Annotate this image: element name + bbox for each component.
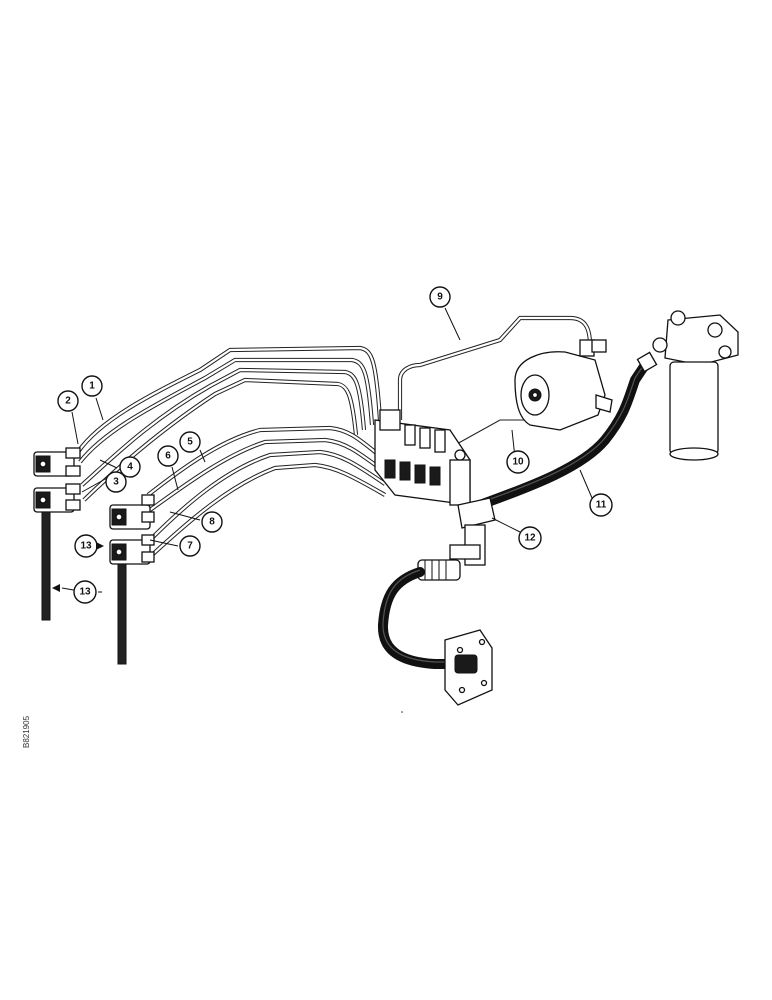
svg-text:3: 3 [113,477,119,488]
svg-text:12: 12 [524,533,536,544]
hose-11 [475,351,658,510]
coupler-block-right [109,494,155,665]
svg-text:6: 6 [165,451,171,462]
stray-dot [401,711,403,713]
svg-text:2: 2 [65,396,71,407]
tube-bundle-lower [146,425,387,557]
callout-1: 1 [81,375,103,397]
callout-6: 6 [157,445,179,467]
callout-12: 12 [518,526,542,550]
control-valve [374,409,471,506]
callout-8: 8 [201,511,223,533]
svg-text:13: 13 [79,587,91,598]
bulkhead-plate [444,629,493,706]
figure-code-text: B821905 [22,715,31,748]
callout-7: 7 [179,535,201,557]
callout-9: 9 [429,286,451,308]
callout-5: 5 [179,431,201,453]
svg-text:8: 8 [209,517,215,528]
hydraulic-pump [514,339,613,431]
callout-4: 4 [119,456,141,478]
tube-9 [397,315,593,420]
return-hose [378,559,461,669]
svg-text:7: 7 [187,541,193,552]
figure-code: B821905 [22,716,62,808]
callout-10: 10 [506,450,530,474]
callout-3: 3 [105,471,127,493]
hydraulic-filter [652,310,739,461]
svg-text:9: 9 [437,292,443,303]
svg-text:1: 1 [89,381,95,392]
svg-text:13: 13 [80,541,92,552]
coupler-block-left [33,447,81,621]
svg-text:11: 11 [596,500,607,511]
tee-fitting-12 [449,497,496,566]
callout-13-lower: 13 [52,580,97,604]
svg-text:4: 4 [127,462,133,473]
callout-13-upper: 13 [74,534,104,558]
callout-11: 11 [589,493,613,517]
callout-2: 2 [57,390,79,412]
svg-text:10: 10 [512,457,524,468]
svg-text:5: 5 [187,437,193,448]
